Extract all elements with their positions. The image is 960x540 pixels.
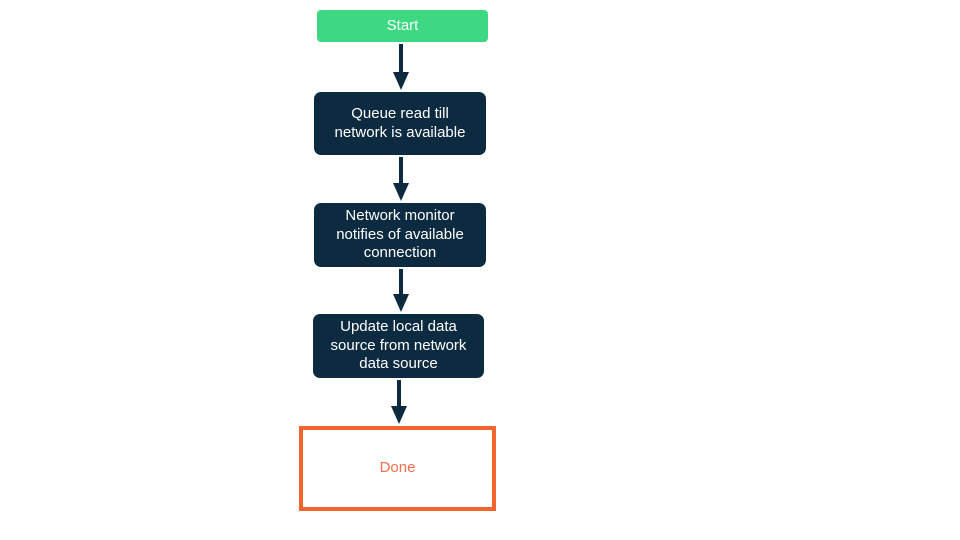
node-queue-read[interactable]: Queue read till network is available [314, 92, 486, 155]
arrow-start-to-queue-read [388, 44, 414, 90]
node-start[interactable]: Start [317, 10, 488, 42]
node-queue-read-label: Queue read till network is available [334, 104, 466, 141]
node-network-monitor-label: Network monitor notifies of available co… [336, 206, 464, 262]
node-network-monitor[interactable]: Network monitor notifies of available co… [314, 203, 486, 267]
node-update-local-label: Update local data source from network da… [330, 317, 467, 373]
arrow-update-local-to-done [386, 380, 412, 424]
node-done[interactable]: Done [299, 426, 496, 511]
arrow-network-monitor-to-update-local [388, 269, 414, 312]
arrow-queue-read-to-network-monitor [388, 157, 414, 201]
node-start-label: Start [386, 16, 419, 34]
node-update-local[interactable]: Update local data source from network da… [313, 314, 484, 378]
node-done-label: Done [379, 459, 416, 477]
